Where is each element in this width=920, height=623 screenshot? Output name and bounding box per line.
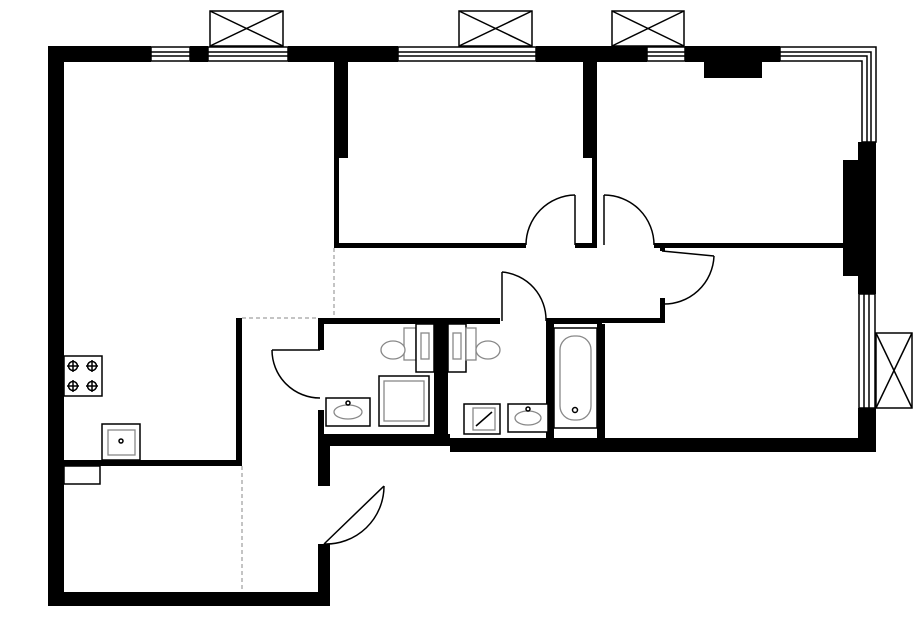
balcony-boxes [209,10,913,409]
door-entrance [323,485,385,545]
toilet-2-icon [465,327,501,361]
window-4 [646,46,686,62]
laundry-machine-icon [463,403,501,435]
balcony-4 [875,332,913,409]
doors [271,194,715,545]
corner-window [779,46,877,143]
window-2 [207,46,289,62]
window-1 [150,46,191,62]
fixtures [63,323,598,461]
bathtub-icon [553,327,598,429]
balcony-2 [458,10,533,47]
outer-walls [48,46,876,606]
toilet-tank-icon [415,323,435,373]
balcony-1 [209,10,284,47]
washbasin-2-icon [507,403,549,433]
window-3 [397,46,537,62]
door-bedroom-3 [661,250,715,305]
window-5 [858,293,876,409]
balcony-3 [611,10,685,47]
stove-icon [63,355,103,397]
toilet-tank-2-icon [447,323,467,373]
door-bathroom-corridor [501,271,547,322]
kitchen-sink-icon [101,423,141,461]
door-bedroom-1 [525,194,576,246]
interior-walls [63,62,844,485]
washbasin-icon [325,397,371,427]
door-bedroom-2 [603,194,655,246]
toilet-icon [380,327,417,361]
zone-lines [241,248,335,592]
door-bathroom-1 [271,349,321,399]
shower-tray-icon [378,375,430,427]
windows [150,46,877,409]
